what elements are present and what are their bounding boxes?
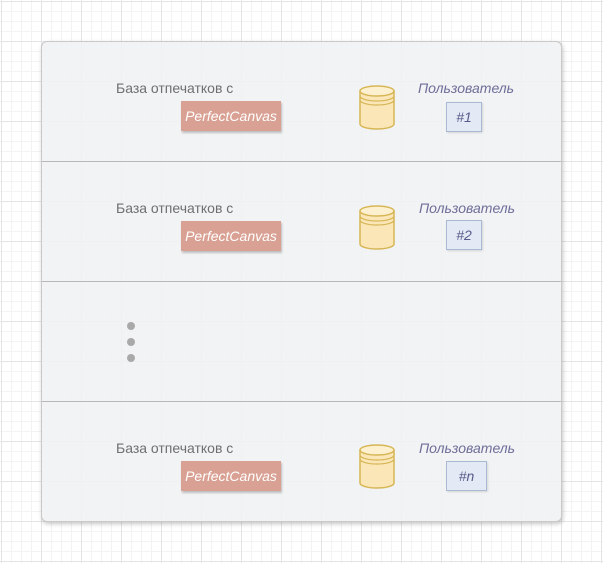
- ellipsis-dot: [127, 338, 135, 346]
- row-divider: [42, 401, 561, 402]
- row-divider: [42, 161, 561, 162]
- fingerprint-db-label: База отпечатков с: [116, 200, 234, 216]
- user-id-box[interactable]: #1: [446, 102, 482, 132]
- user-id-box[interactable]: #2: [446, 220, 482, 250]
- fingerprint-db-label: База отпечатков с: [116, 80, 234, 96]
- user-label: Пользователь: [418, 80, 515, 96]
- perfectcanvas-box[interactable]: PerfectCanvas: [181, 221, 281, 251]
- fingerprint-db-label: База отпечатков с: [116, 440, 234, 456]
- database-icon[interactable]: [357, 442, 397, 492]
- database-icon[interactable]: [357, 203, 397, 253]
- perfectcanvas-box[interactable]: PerfectCanvas: [181, 461, 281, 491]
- row-divider: [42, 281, 561, 282]
- user-label: Пользователь: [419, 200, 516, 216]
- user-id-box[interactable]: #n: [446, 461, 487, 491]
- user-label: Пользователь: [419, 440, 516, 456]
- ellipsis-dot: [127, 322, 135, 330]
- database-icon[interactable]: [357, 83, 397, 133]
- ellipsis-dot: [127, 354, 135, 362]
- perfectcanvas-box[interactable]: PerfectCanvas: [181, 101, 281, 131]
